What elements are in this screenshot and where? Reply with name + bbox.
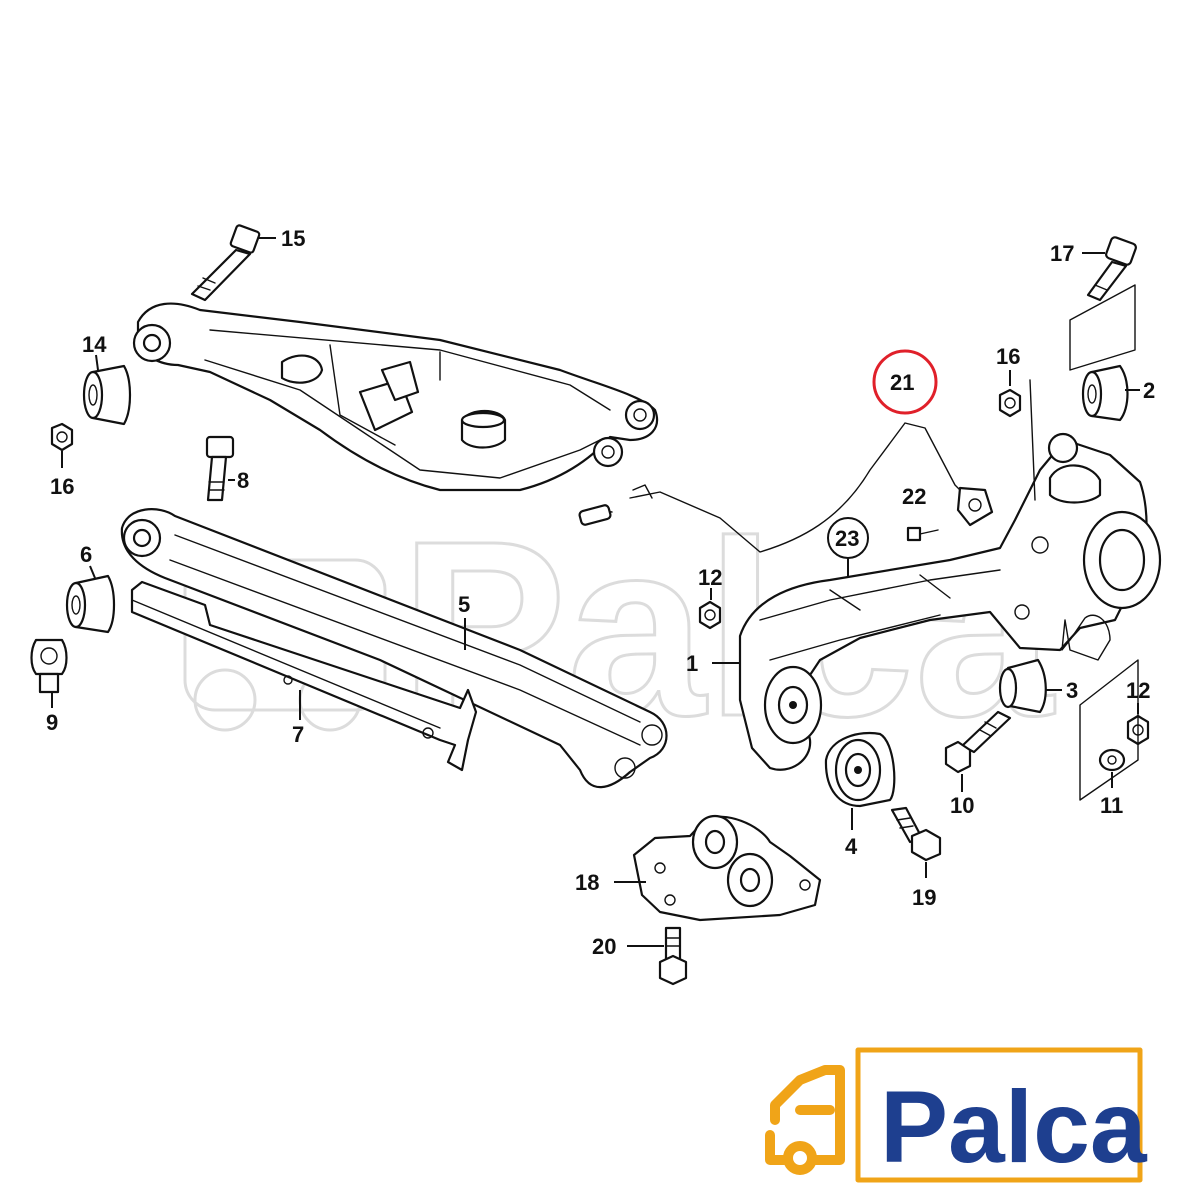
upper-control-arm <box>132 302 658 492</box>
lower-link <box>120 508 668 789</box>
bushing-4 <box>824 732 896 808</box>
highlight-circle-21 <box>872 349 938 415</box>
callout-16b: 16 <box>996 344 1020 369</box>
callout-23: 23 <box>835 526 859 551</box>
nut-16-right <box>998 388 1022 418</box>
callout-18: 18 <box>575 870 599 895</box>
callout-16a: 16 <box>50 474 74 499</box>
watermark-text: Palca <box>400 489 1055 768</box>
bolt-8 <box>205 435 235 502</box>
washer-11 <box>1098 748 1126 772</box>
callout-5: 5 <box>458 592 470 617</box>
bolt-15 <box>190 224 261 302</box>
wheel-carrier <box>738 432 1162 771</box>
nut-16-left <box>50 422 74 452</box>
bushing-14 <box>82 364 132 426</box>
part-9 <box>30 638 68 694</box>
callout-7: 7 <box>292 722 304 747</box>
bushing-6 <box>65 574 116 634</box>
palca-logo: Palca <box>765 1047 1148 1184</box>
bushing-2 <box>1081 364 1129 422</box>
shield-7 <box>130 580 478 772</box>
bushing-3 <box>998 658 1047 714</box>
callout-2: 2 <box>1143 378 1155 403</box>
callout-12a: 12 <box>698 565 722 590</box>
callout-9: 9 <box>46 710 58 735</box>
bolt-10 <box>944 710 1012 774</box>
mount-18 <box>632 814 822 922</box>
callout-3: 3 <box>1066 678 1078 703</box>
screw-22 <box>906 526 939 542</box>
callout-11: 11 <box>1100 793 1123 818</box>
callout-21: 21 <box>890 370 914 395</box>
bolt-19 <box>890 806 942 862</box>
callout-6: 6 <box>80 542 92 567</box>
callout-19: 19 <box>912 885 936 910</box>
callout-14: 14 <box>82 332 107 357</box>
callout-22: 22 <box>902 484 926 509</box>
nut-12-left <box>698 600 722 630</box>
callout-8: 8 <box>237 468 249 493</box>
truck-icon <box>765 1065 845 1175</box>
sensor-wire-21 <box>578 422 994 553</box>
callout-20: 20 <box>592 934 616 959</box>
callout-17: 17 <box>1050 241 1074 266</box>
callout-1: 1 <box>686 651 698 676</box>
bolt-20 <box>658 926 688 986</box>
bolt-17 <box>1086 236 1137 302</box>
logo-text: Palca <box>880 1070 1148 1184</box>
callout-10: 10 <box>950 793 974 818</box>
callout-4: 4 <box>845 834 858 859</box>
callout-15: 15 <box>281 226 305 251</box>
